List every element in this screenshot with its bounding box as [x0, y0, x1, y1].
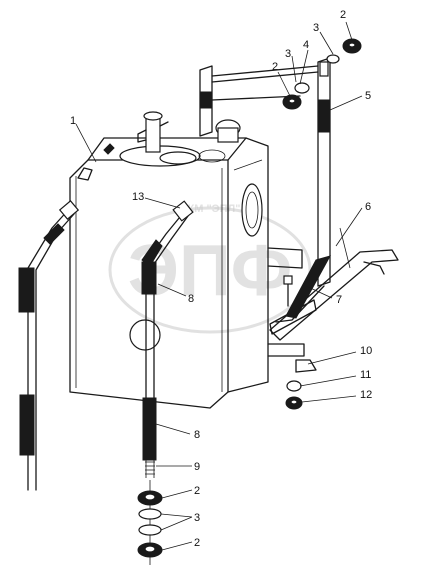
callout-12: 12	[360, 389, 372, 401]
callout-8-upper: 8	[188, 293, 194, 305]
callout-8-lower: 8	[194, 429, 200, 441]
washer-3-lower	[138, 524, 162, 536]
left-fitting	[77, 167, 93, 181]
callout-11: 11	[360, 369, 371, 381]
callout-10: 10	[360, 345, 372, 357]
frame-member-6	[269, 249, 399, 341]
bracket-10	[295, 359, 317, 373]
washer-3-mid	[294, 82, 310, 94]
callout-2-top: 2	[340, 9, 346, 21]
leader-lines	[75, 21, 363, 551]
callout-13: 13	[132, 191, 144, 203]
filler-cap-body	[217, 127, 239, 143]
callout-3-top: 3	[313, 22, 319, 34]
callout-2-mid: 2	[272, 61, 278, 73]
callout-5: 5	[365, 90, 371, 102]
tank-side-face	[227, 137, 269, 393]
callout-4: 4	[303, 39, 309, 51]
callout-3-mid: 3	[285, 48, 291, 60]
callouts: 1 2 3 4 3 2 5 6 13 8 7 10 11 12 8 9 2 3 …	[70, 9, 372, 549]
watermark-oval	[108, 206, 312, 334]
fuel-gauge	[241, 183, 263, 237]
callout-1: 1	[70, 115, 76, 127]
left-pipe-sleeve-upper	[18, 267, 35, 313]
bottom-fastener-stack	[137, 480, 163, 565]
pipe-fitting-13	[172, 200, 194, 222]
strap-lower	[275, 285, 325, 323]
callout-7: 7	[336, 294, 342, 306]
callout-2-bottom-upper: 2	[194, 485, 200, 497]
filler-opening	[198, 149, 226, 163]
callout-6: 6	[365, 201, 371, 213]
top-fasteners	[282, 38, 362, 110]
drain-plug	[129, 319, 161, 351]
watermark: ЦКМ "ЭПЛ" ЭПФ	[108, 203, 312, 334]
clamp-pad-5	[317, 99, 331, 133]
tank-top-edge	[87, 137, 247, 161]
callout-3-bottom: 3	[194, 512, 200, 524]
washer-3-upper	[138, 508, 162, 520]
left-pipe-line	[27, 207, 71, 491]
right-fasteners	[285, 380, 303, 410]
left-fuel-pipe	[18, 200, 80, 491]
filler-flange	[159, 151, 197, 165]
front-pipe-sleeve-upper	[141, 261, 157, 295]
callout-2-bottom-lower: 2	[194, 537, 200, 549]
washer-11	[286, 380, 302, 392]
callout-9: 9	[194, 461, 200, 473]
valve-body	[145, 117, 161, 153]
bracket-left-post	[199, 65, 213, 137]
left-pipe-sleeve-lower	[19, 394, 35, 456]
fuel-tank	[69, 111, 269, 409]
front-fuel-pipe	[141, 200, 194, 478]
bracket-crossbar	[211, 65, 319, 77]
bracket-right-post	[317, 57, 331, 287]
front-pipe-sleeve-lower	[142, 397, 157, 461]
valve-top	[143, 111, 163, 121]
